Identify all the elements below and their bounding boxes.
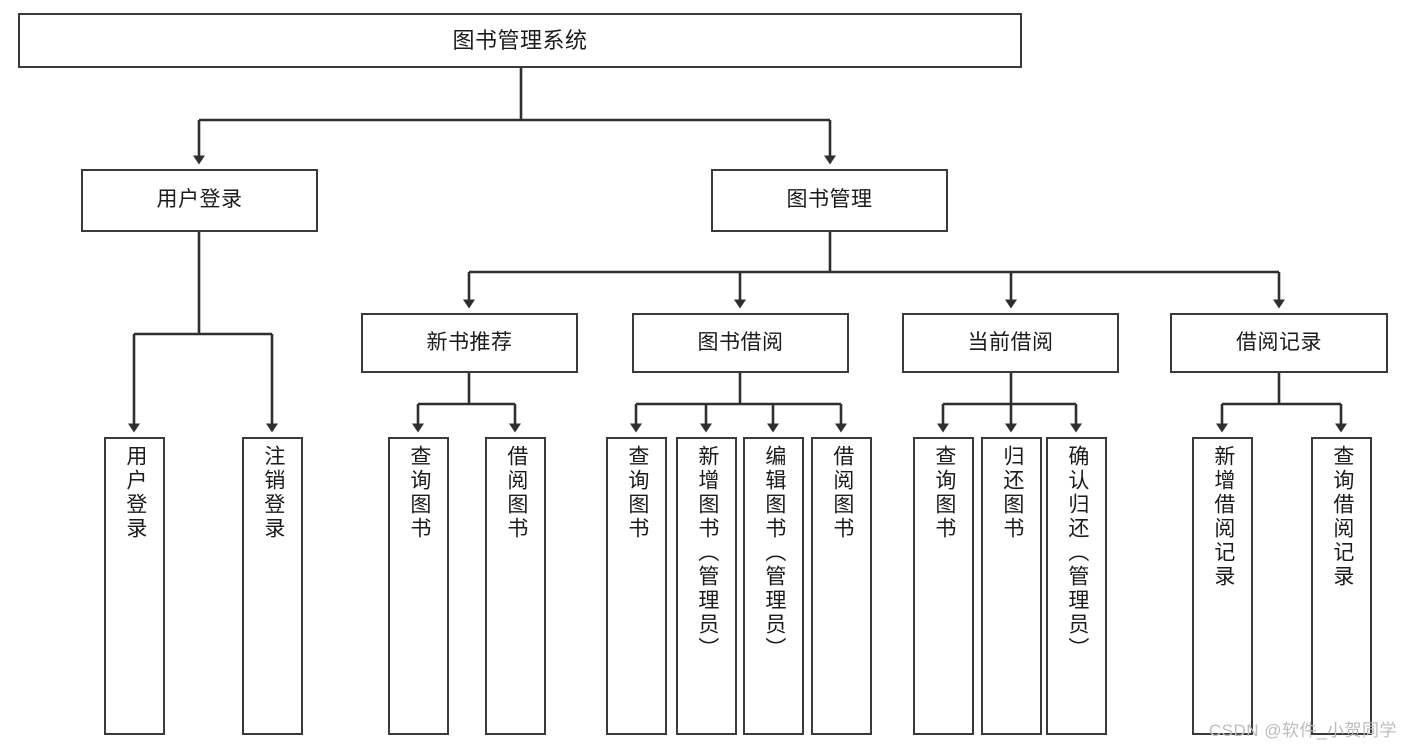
node-label: 注销登录 (261, 445, 285, 541)
leaf-add-book-admin[interactable]: 新增图书（管理员） (676, 437, 737, 735)
leaf-logout[interactable]: 注销登录 (242, 437, 303, 735)
leaf-add-borrow-record[interactable]: 新增借阅记录 (1192, 437, 1253, 735)
leaf-user-login[interactable]: 用户登录 (104, 437, 165, 735)
leaf-query-book-recommend[interactable]: 查询图书 (388, 437, 449, 735)
leaf-borrow-book[interactable]: 借阅图书 (811, 437, 872, 735)
node-label: 用户登录 (156, 188, 243, 212)
leaf-query-book-borrow[interactable]: 查询图书 (606, 437, 667, 735)
node-user-login[interactable]: 用户登录 (81, 169, 318, 232)
node-root-system[interactable]: 图书管理系统 (18, 13, 1022, 68)
leaf-query-book-current[interactable]: 查询图书 (913, 437, 974, 735)
node-label: 借阅记录 (1236, 330, 1322, 354)
node-new-book-recommend[interactable]: 新书推荐 (361, 313, 578, 373)
node-label: 查询借阅记录 (1330, 445, 1354, 589)
node-label: 图书借阅 (697, 330, 784, 354)
node-label: 新书推荐 (426, 330, 513, 354)
node-label: 用户登录 (123, 445, 147, 541)
leaf-query-borrow-record[interactable]: 查询借阅记录 (1311, 437, 1372, 735)
node-book-management[interactable]: 图书管理 (711, 169, 948, 232)
node-label: 图书管理 (786, 188, 873, 212)
node-label: 借阅图书 (830, 445, 854, 541)
node-book-borrow[interactable]: 图书借阅 (632, 313, 849, 373)
watermark: CSDN @软件_小贺同学 (1208, 721, 1397, 740)
node-label: 图书管理系统 (452, 27, 588, 53)
leaf-return-book[interactable]: 归还图书 (981, 437, 1042, 735)
node-current-borrow[interactable]: 当前借阅 (902, 313, 1119, 373)
node-label: 新增图书（管理员） (695, 445, 719, 661)
node-label: 编辑图书（管理员） (762, 445, 786, 661)
node-label: 归还图书 (1000, 445, 1024, 541)
node-label: 借阅图书 (504, 445, 528, 541)
node-label: 确认归还（管理员） (1065, 445, 1089, 661)
node-label: 查询图书 (407, 445, 431, 541)
node-label: 查询图书 (932, 445, 956, 541)
node-label: 新增借阅记录 (1211, 445, 1235, 589)
leaf-borrow-book-recommend[interactable]: 借阅图书 (485, 437, 546, 735)
node-label: 查询图书 (625, 445, 649, 541)
leaf-confirm-return-admin[interactable]: 确认归还（管理员） (1046, 437, 1107, 735)
node-label: 当前借阅 (967, 330, 1054, 354)
leaf-edit-book-admin[interactable]: 编辑图书（管理员） (743, 437, 804, 735)
node-borrow-record[interactable]: 借阅记录 (1170, 313, 1388, 373)
